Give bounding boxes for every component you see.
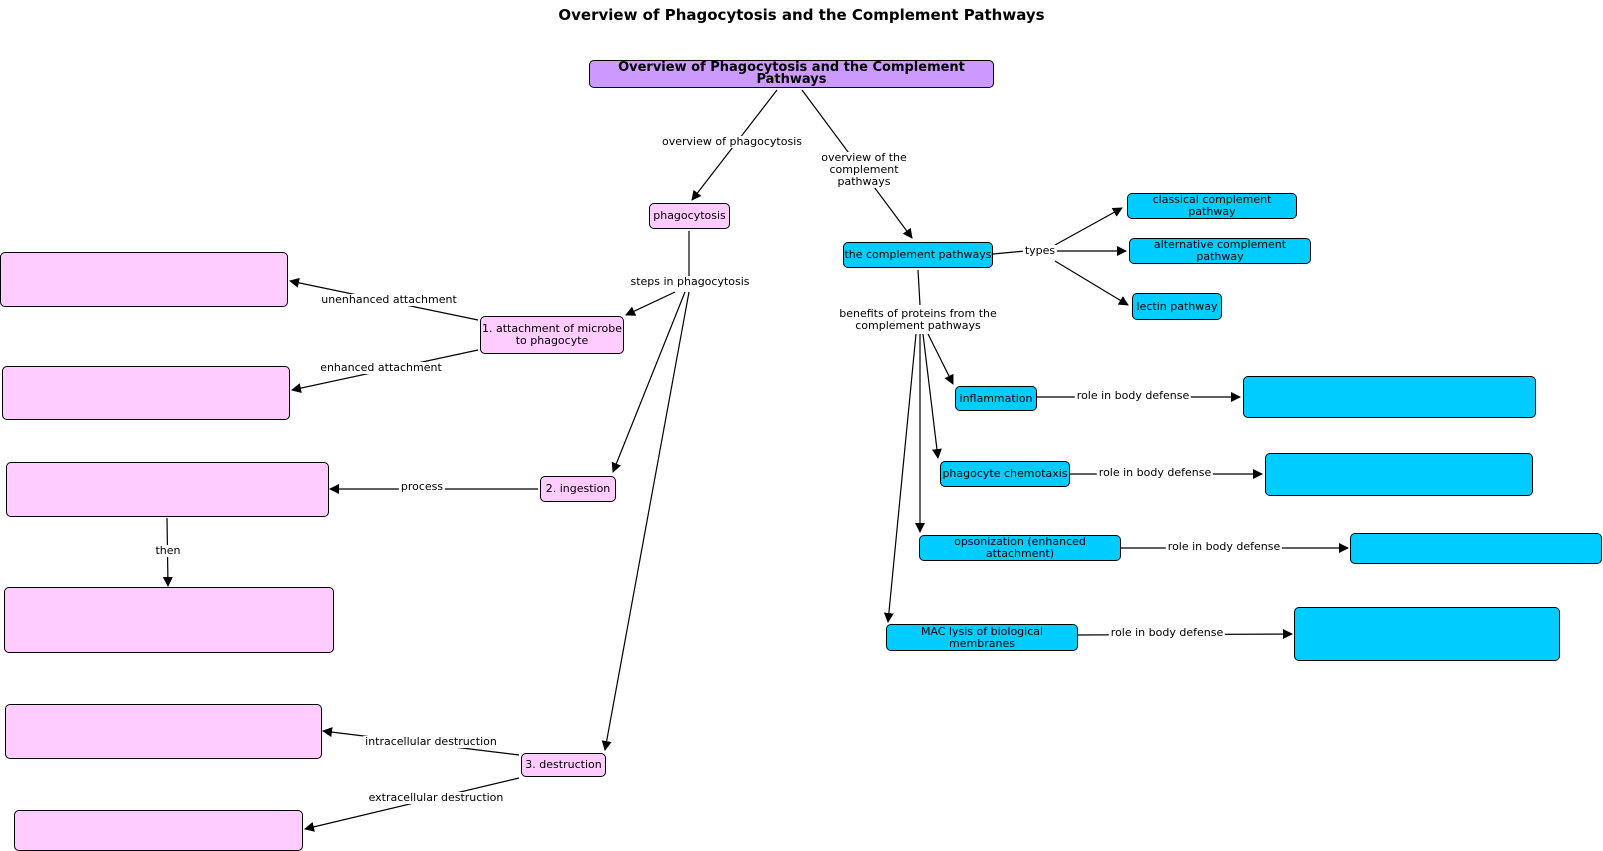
edge-steps-destruction	[601, 291, 690, 751]
edge-steps-ingestion	[611, 291, 686, 473]
lectin-pathway-node[interactable]: lectin pathway	[1132, 293, 1222, 320]
link-role-chemotaxis: role in body defense	[1096, 466, 1214, 479]
edge-types-classical	[1054, 207, 1123, 246]
link-benefits: benefits of proteins from the complement…	[836, 308, 1000, 332]
ingestion-node[interactable]: 2. ingestion	[540, 476, 616, 502]
link-then: then	[153, 544, 183, 557]
blank-box-process[interactable]	[6, 462, 329, 517]
classical-pathway-node[interactable]: classical complement pathway	[1127, 193, 1297, 219]
link-enhanced-attachment: enhanced attachment	[318, 361, 444, 374]
attachment-node[interactable]: 1. attachment of microbe to phagocyte	[480, 316, 624, 354]
link-role-opsonization: role in body defense	[1165, 540, 1283, 553]
edge-benefits-mac	[883, 333, 917, 623]
phagocytosis-node[interactable]: phagocytosis	[649, 203, 730, 229]
blank-box-role-mac[interactable]	[1294, 607, 1560, 661]
blank-box-enhanced[interactable]	[2, 366, 290, 420]
blank-box-role-inflammation[interactable]	[1243, 376, 1536, 418]
complement-pathways-node[interactable]: the complement pathways	[843, 242, 993, 268]
link-extracellular-destruction: extracellular destruction	[366, 791, 506, 804]
edge-benefits-chemotaxis	[922, 333, 942, 459]
link-overview-complement: overview of the complement pathways	[802, 152, 926, 188]
diagram-title: Overview of Phagocytosis and the Complem…	[558, 6, 1045, 24]
destruction-node[interactable]: 3. destruction	[521, 753, 606, 777]
blank-box-intracellular[interactable]	[5, 704, 322, 759]
link-overview-phagocytosis: overview of phagocytosis	[660, 135, 804, 148]
blank-box-role-opsonization[interactable]	[1350, 533, 1602, 564]
blank-box-unenhanced[interactable]	[0, 252, 288, 307]
alternative-pathway-node[interactable]: alternative complement pathway	[1129, 238, 1311, 264]
link-intracellular-destruction: intracellular destruction	[363, 735, 499, 748]
blank-box-extracellular[interactable]	[14, 810, 303, 851]
link-steps-in-phagocytosis: steps in phagocytosis	[628, 275, 752, 288]
blank-box-role-chemotaxis[interactable]	[1265, 453, 1533, 496]
edge-types-lectin	[1054, 260, 1129, 306]
edge-benefits-inflammation	[927, 333, 954, 385]
link-process: process	[398, 480, 446, 493]
mac-lysis-node[interactable]: MAC lysis of biological membranes	[886, 624, 1078, 651]
edge-complement-types	[992, 250, 1026, 255]
link-role-inflammation: role in body defense	[1074, 389, 1192, 402]
blank-box-then[interactable]	[4, 587, 334, 653]
inflammation-node[interactable]: inflammation	[955, 386, 1037, 411]
edge-steps-attachment	[625, 291, 676, 316]
edge-complement-benefits	[917, 269, 921, 306]
phagocyte-chemotaxis-node[interactable]: phagocyte chemotaxis	[940, 461, 1070, 487]
root-node[interactable]: Overview of Phagocytosis and the Complem…	[589, 60, 994, 88]
link-unenhanced-attachment: unenhanced attachment	[319, 293, 459, 306]
link-role-mac: role in body defense	[1108, 626, 1226, 639]
link-types: types	[1022, 244, 1058, 257]
opsonization-node[interactable]: opsonization (enhanced attachment)	[919, 535, 1121, 561]
